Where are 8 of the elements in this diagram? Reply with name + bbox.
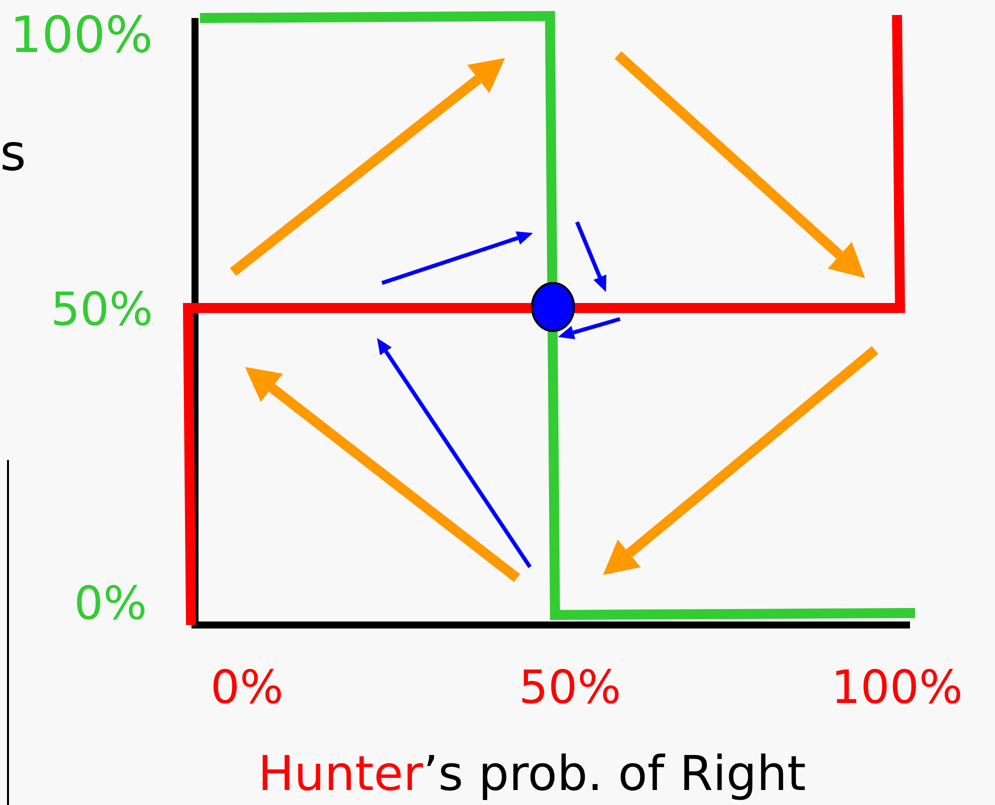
text-fragment: s (0, 128, 26, 178)
axis-tick-label: 100% (831, 664, 963, 710)
axis-tick-label: 100% (10, 10, 153, 60)
axis-title: Hunter’s prob. of Right (258, 750, 806, 798)
axis-tick-label: 50% (518, 664, 622, 710)
axis-tick-label: 50% (50, 286, 153, 332)
axis-tick-label: 0% (74, 580, 147, 626)
axis-tick-label: 0% (210, 664, 284, 710)
